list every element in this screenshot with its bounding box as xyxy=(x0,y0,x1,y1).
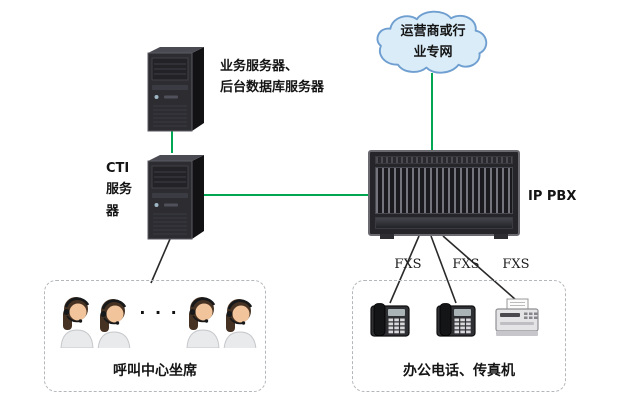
desk-phone-icon-1 xyxy=(370,302,410,338)
cti-server-icon xyxy=(142,152,210,240)
ip-pbx-foot-left xyxy=(380,234,394,239)
app-server-label: 业务服务器、 后台数据库服务器 xyxy=(220,59,325,96)
fxs-label-2: FXS xyxy=(452,257,480,272)
ellipsis-dots: · · · xyxy=(139,303,179,322)
fxs-label-1: FXS xyxy=(394,257,422,272)
fax-machine-icon xyxy=(494,298,540,338)
ip-pbx-foot-right xyxy=(494,234,508,239)
office-devices-group-box xyxy=(352,280,566,392)
cloud-label: 运营商或行 业专网 xyxy=(400,24,466,60)
ip-pbx-card-slots xyxy=(375,167,513,214)
desk-phone-icon-2 xyxy=(436,302,476,338)
call-agents-photo-left xyxy=(56,290,136,348)
cti-server-label: CTI 服务 器 xyxy=(106,161,133,219)
app-server-icon xyxy=(142,44,210,132)
fxs-label-3: FXS xyxy=(502,257,530,272)
ip-pbx-device xyxy=(368,150,520,239)
call-center-group-box xyxy=(44,280,266,392)
call-center-label: 呼叫中心坐席 xyxy=(113,363,197,379)
office-devices-label: 办公电话、传真机 xyxy=(403,363,515,379)
call-agents-photo-right xyxy=(182,290,262,348)
ip-pbx-label: IP PBX xyxy=(528,189,577,204)
ip-pbx-top-panel xyxy=(375,156,513,164)
ip-pbx-bottom-rail xyxy=(375,217,513,229)
link-ctiserver-callcenter xyxy=(150,238,171,284)
